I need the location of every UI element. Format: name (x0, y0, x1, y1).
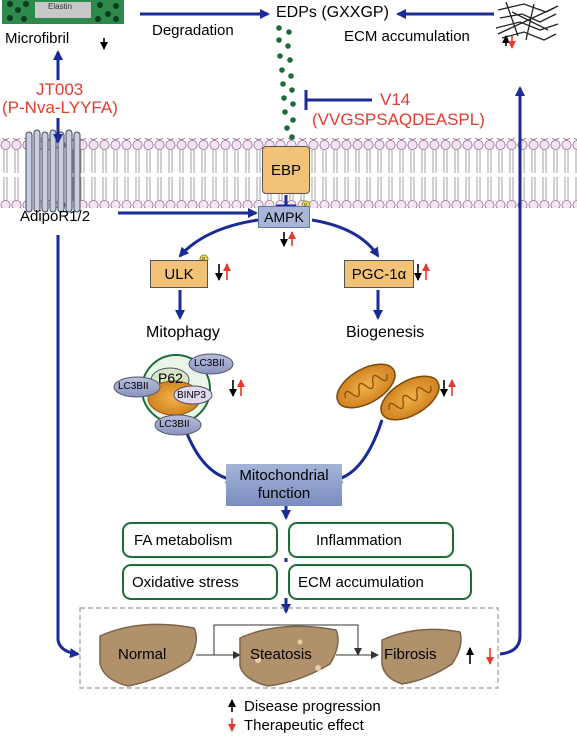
ecm-accumulation-label: ECM accumulation (298, 573, 424, 591)
fa-metabolism-box: FA metabolism (122, 522, 278, 558)
oxidative-stress-label: Oxidative stress (132, 573, 239, 591)
v14-name: V14 (380, 90, 411, 109)
normal-label: Normal (118, 646, 167, 663)
fibrosis-label: Fibrosis (384, 646, 437, 663)
oxidative-stress-box: Oxidative stress (122, 564, 278, 600)
binp3-label: BINP3 (177, 390, 206, 401)
legend-therapeutic-effect: Therapeutic effect (244, 717, 364, 734)
jt003-name: JT003 (36, 80, 84, 99)
steatosis-liver-icon (239, 625, 339, 687)
ampk-label: AMPK (264, 209, 304, 225)
normal-liver-icon (99, 623, 197, 687)
mito-function-line1: Mitochondrial (239, 467, 329, 484)
ecm-fibers-icon (495, 1, 559, 41)
elastin-label: Elastin (48, 2, 73, 11)
mito-function-line2: function (257, 485, 311, 502)
fa-metabolism-label: FA metabolism (134, 531, 233, 549)
legend-disease-progression: Disease progression (244, 698, 381, 715)
v14-sequence: (VVGSPSAQDEASPL) (312, 110, 485, 129)
elastin-fiber-icon (2, 0, 124, 24)
steatosis-label: Steatosis (250, 646, 312, 663)
lc3bii-label-bottom: LC3BII (159, 419, 190, 430)
ebp-label: EBP (270, 161, 301, 179)
liver-stages-box (79, 607, 499, 689)
adipor-label: AdipoR1/2 (20, 208, 91, 225)
ulk-label: ULK (164, 265, 194, 283)
autophagosome-icon (113, 353, 234, 436)
edps-label: EDPs (GXXGP) (276, 4, 389, 21)
mitochondrial-function-box: Mitochondrial function (226, 464, 342, 506)
pgc-box: PGC-1α (344, 260, 414, 288)
inflammation-box: Inflammation (288, 522, 454, 558)
ecm-accumulation-box: ECM accumulation (288, 564, 472, 600)
degradation-label: Degradation (152, 22, 234, 39)
lc3bii-label-left: LC3BII (118, 381, 149, 392)
ebp-receptor: EBP (262, 146, 310, 194)
ecm-accumulation-top-label: ECM accumulation (344, 28, 470, 45)
edp-peptide-dots (276, 25, 296, 140)
adipor-receptor-icon (25, 129, 81, 213)
lc3bii-label-right: LC3BII (194, 358, 225, 369)
jt003-sequence: (P-Nva-LYYFA) (2, 98, 118, 117)
ampk-box: AMPK (258, 206, 310, 228)
ulk-box: ULK (150, 260, 208, 288)
pgc-label: PGC-1α (351, 265, 407, 283)
microfibril-label: Microfibril (5, 30, 70, 47)
inflammation-label: Inflammation (316, 531, 402, 549)
fibrosis-liver-icon (381, 628, 462, 685)
p62-label: P62 (158, 370, 183, 386)
mitophagy-label: Mitophagy (146, 324, 220, 341)
biogenesis-label: Biogenesis (346, 324, 425, 341)
mitochondria-icon (336, 363, 440, 421)
